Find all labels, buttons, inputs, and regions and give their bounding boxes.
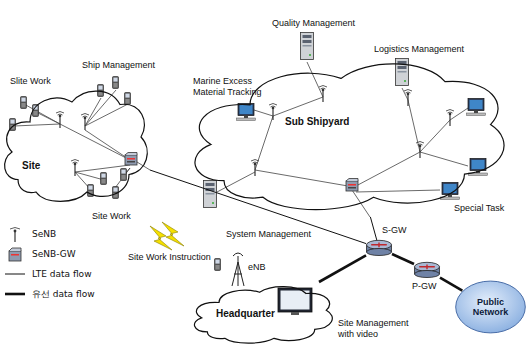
- node-label: Public Network: [465, 297, 517, 318]
- callout-label: Marine Excess Material Tracking: [193, 76, 273, 99]
- callout-label: Special Task: [454, 203, 504, 214]
- router: S-GW: [366, 240, 392, 256]
- legend-sample: [4, 286, 26, 302]
- callout-label: eNB: [248, 262, 266, 273]
- node-label: S-GW: [382, 225, 407, 235]
- callout-label: Quality Management: [272, 18, 355, 29]
- router: P-GW: [414, 262, 440, 278]
- legend-row: SeNB-GW: [4, 244, 95, 264]
- headquarter-cloud: Headquarter: [190, 282, 335, 344]
- callout-label: Slite Work: [10, 76, 51, 87]
- router-shape: [366, 240, 392, 256]
- legend-label: 유선 data flow: [32, 288, 95, 301]
- callout-label: Site Management with video: [338, 318, 423, 341]
- callout-label: System Management: [226, 229, 311, 240]
- node-label: Headquarter: [216, 308, 275, 320]
- connector: [370, 217, 376, 240]
- callout-label: Site Work Instruction: [128, 252, 211, 263]
- connector: [440, 278, 462, 291]
- legend-sample: [4, 266, 26, 282]
- network-ellipse: Public Network: [455, 280, 526, 334]
- legend: SeNB SeNB-GW LTE data flow 유선 data flow: [4, 224, 95, 304]
- legend-row: 유선 data flow: [4, 284, 95, 304]
- callout-label: Site Work: [92, 211, 131, 222]
- site-cloud: Site: [0, 82, 150, 207]
- callout-label: Logistics Management: [374, 44, 464, 55]
- callout-label: Ship Management: [82, 60, 155, 71]
- connector: [319, 255, 366, 282]
- connector: [392, 254, 414, 264]
- legend-sample: [4, 226, 26, 242]
- router-shape: [414, 262, 440, 278]
- legend-label: LTE data flow: [32, 269, 92, 279]
- node-label: Site: [22, 160, 40, 172]
- legend-row: SeNB: [4, 224, 95, 244]
- legend-row: LTE data flow: [4, 264, 95, 284]
- connector: [150, 170, 366, 244]
- legend-label: SeNB-GW: [32, 249, 76, 259]
- legend-sample: [4, 246, 26, 262]
- legend-label: SeNB: [32, 229, 56, 239]
- node-label: P-GW: [412, 281, 437, 291]
- cloud-shape: [0, 82, 150, 207]
- node-label: Sub Shipyard: [285, 116, 349, 128]
